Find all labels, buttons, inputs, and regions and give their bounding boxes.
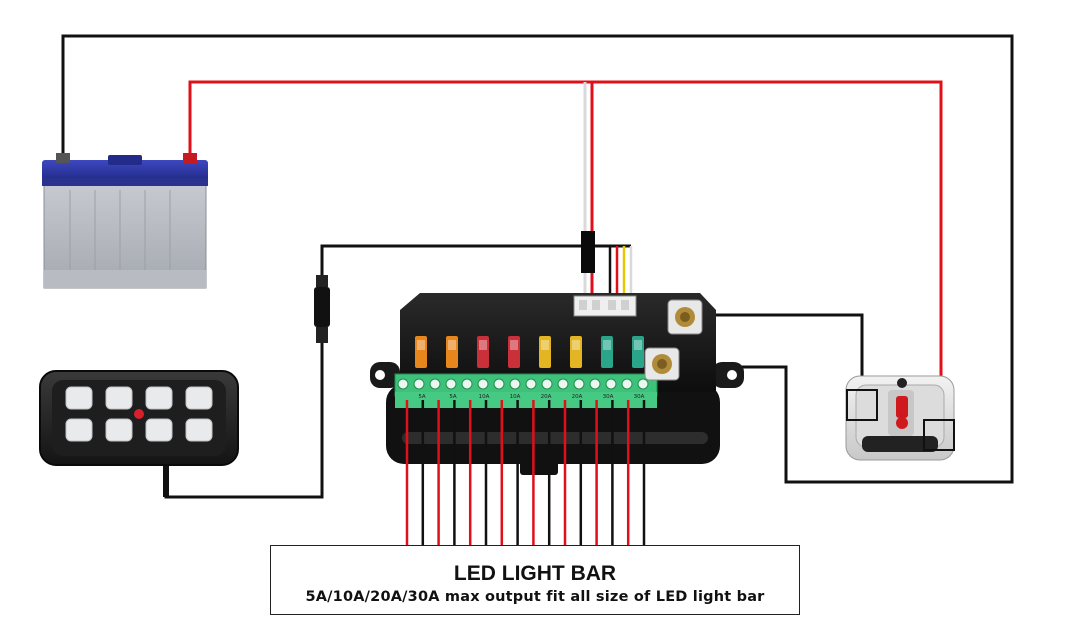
fuse-1-icon bbox=[415, 336, 427, 368]
terminal-screw-icon bbox=[541, 378, 553, 390]
breaker-terminal-left bbox=[846, 389, 878, 421]
fuse-2-icon bbox=[446, 336, 458, 368]
positive-wire-main bbox=[188, 80, 943, 395]
circuit-breaker-icon bbox=[845, 375, 955, 461]
breaker-reset-icon bbox=[897, 378, 907, 388]
battery-icon bbox=[42, 153, 208, 289]
fuse-rating-label: 5A bbox=[418, 394, 425, 400]
terminal-screw-icon bbox=[493, 378, 505, 390]
fuse-rating-label: 20A bbox=[541, 394, 552, 400]
caption-title: LED LIGHT BAR bbox=[453, 562, 617, 585]
terminal-screw-icon bbox=[413, 378, 425, 390]
ground-wire-main bbox=[61, 34, 1014, 484]
switch-button-3 bbox=[145, 386, 173, 410]
terminal-screw-icon bbox=[573, 378, 585, 390]
terminal-screw-icon bbox=[589, 378, 601, 390]
inline-connector-icon bbox=[314, 275, 330, 343]
terminal-screws bbox=[397, 378, 649, 390]
fuse-rating-label: 20A bbox=[572, 394, 583, 400]
fuse-row bbox=[415, 336, 644, 368]
harness-clip-icon bbox=[581, 231, 595, 273]
breaker-lever-icon bbox=[896, 396, 908, 418]
fuse-rating-label: 5A bbox=[449, 394, 456, 400]
terminal-screw-icon bbox=[397, 378, 409, 390]
fuse-4-icon bbox=[508, 336, 520, 368]
fuse-8-icon bbox=[632, 336, 644, 368]
caption-subtitle: 5A/10A/20A/30A max output fit all size o… bbox=[305, 589, 765, 605]
fuse-rating-label: 10A bbox=[510, 394, 521, 400]
terminal-screw-icon bbox=[637, 378, 649, 390]
fuse-label-row: 5A 5A 10A 10A 20A 20A 30A 30A bbox=[418, 394, 644, 400]
terminal-screw-icon bbox=[477, 378, 489, 390]
fuse-6-icon bbox=[570, 336, 582, 368]
switch-button-4 bbox=[185, 386, 213, 410]
breaker-terminal-right bbox=[923, 419, 955, 451]
led-light-bar-label-box: LED LIGHT BAR 5A/10A/20A/30A max output … bbox=[270, 545, 800, 615]
switch-button-7 bbox=[145, 418, 173, 442]
switch-panel-icon bbox=[39, 370, 239, 466]
terminal-screw-icon bbox=[461, 378, 473, 390]
switch-button-5 bbox=[65, 418, 93, 442]
power-indicator-icon bbox=[134, 409, 144, 419]
terminal-screw-icon bbox=[445, 378, 457, 390]
switch-button-8 bbox=[185, 418, 213, 442]
switch-button-2 bbox=[105, 386, 133, 410]
fuse-rating-label: 30A bbox=[603, 394, 614, 400]
fuse-7-icon bbox=[601, 336, 613, 368]
terminal-screw-icon bbox=[429, 378, 441, 390]
terminal-screw-icon bbox=[621, 378, 633, 390]
fuse-3-icon bbox=[477, 336, 489, 368]
ground-stud-icon bbox=[644, 347, 680, 381]
switch-button-6 bbox=[105, 418, 133, 442]
power-stud-icon bbox=[667, 299, 703, 335]
terminal-screw-icon bbox=[605, 378, 617, 390]
terminal-screw-icon bbox=[557, 378, 569, 390]
terminal-screw-icon bbox=[525, 378, 537, 390]
fuse-5-icon bbox=[539, 336, 551, 368]
relay-box-icon: 5A 5A 10A 10A 20A 20A 30A 30A bbox=[370, 293, 744, 475]
terminal-screw-icon bbox=[509, 378, 521, 390]
switch-button-1 bbox=[65, 386, 93, 410]
fuse-rating-label: 10A bbox=[479, 394, 490, 400]
output-wires bbox=[405, 400, 646, 545]
fuse-rating-label: 30A bbox=[634, 394, 645, 400]
